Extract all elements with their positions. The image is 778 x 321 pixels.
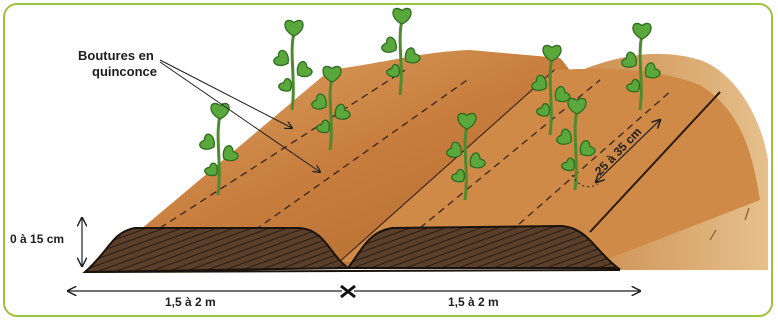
leaf xyxy=(293,60,313,81)
plant-stem xyxy=(550,57,552,135)
height-annotation: 0 à 15 cm xyxy=(10,218,82,266)
leaf xyxy=(633,23,651,39)
plant-stem xyxy=(400,20,402,95)
plant-stem xyxy=(640,35,642,110)
width-annotation: 1,5 à 2 m 1,5 à 2 m xyxy=(68,286,640,309)
width-label-right: 1,5 à 2 m xyxy=(448,295,499,309)
plant-stem xyxy=(292,32,294,110)
leaf xyxy=(272,49,292,70)
center-cross-icon xyxy=(341,286,355,297)
plant-stem xyxy=(575,110,577,190)
plant-stem xyxy=(330,78,332,150)
height-label: 0 à 15 cm xyxy=(10,232,64,246)
leaf xyxy=(380,36,400,57)
leaf xyxy=(393,8,411,24)
leaf xyxy=(198,133,218,154)
width-label-left: 1,5 à 2 m xyxy=(165,295,216,309)
leaf xyxy=(285,20,303,36)
cuttings-label-line1: Boutures en xyxy=(78,48,154,63)
cuttings-label-line2: quinconce xyxy=(92,64,157,79)
plant-stem xyxy=(218,115,220,195)
leaf xyxy=(211,103,229,119)
plant-stem xyxy=(465,125,467,200)
